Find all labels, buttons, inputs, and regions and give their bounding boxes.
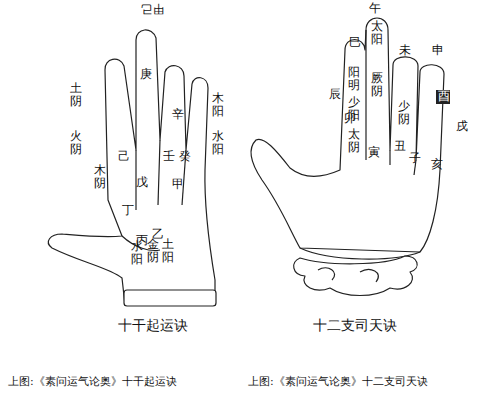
hand-label: 壬 [163, 150, 175, 163]
hand-label: 甲己 [140, 2, 164, 15]
hand-label: 巳 [349, 36, 361, 49]
hand-label: 戊 [136, 176, 148, 189]
hand-label: 丑 [394, 140, 406, 153]
figure-caption: 十干起运诀 [118, 318, 188, 333]
source-caption: 上图:《素问运气论奥》十干起运诀 [8, 376, 177, 388]
hand-label: 水阳 [212, 130, 224, 156]
hand-label: 金阴 [147, 238, 159, 264]
hand-label: 辰 [329, 88, 341, 101]
hand-label: 庚 [140, 68, 152, 81]
hand-label: 少阳 [348, 96, 360, 122]
hand-label: 丁 [122, 204, 134, 217]
hand-label: 木阴 [94, 164, 106, 190]
hand-label: 戌 [456, 120, 468, 133]
hand-label: 酉 [438, 90, 450, 103]
hand-label: 癸 [179, 150, 191, 163]
hand-label: 土阴 [70, 82, 82, 108]
hand-label: 寅 [368, 146, 380, 159]
hand-label: 少阴 [398, 100, 410, 126]
hand-label: 厥阴 [371, 72, 383, 98]
hand-label: 辛 [172, 108, 184, 121]
hand-label: 未 [399, 44, 411, 57]
hand-label: 土阳 [162, 238, 174, 264]
hand-label: 阳明 [348, 66, 360, 92]
hand-label: 太阳 [371, 20, 383, 46]
hand-label: 亥 [431, 158, 443, 171]
hand-label: 己 [118, 150, 130, 163]
hand-label: 午 [369, 2, 381, 15]
hand-label: 申 [432, 44, 444, 57]
figure-caption: 十二支司天诀 [313, 318, 397, 333]
hand-label: 甲 [172, 178, 184, 191]
hand-label: 水阳 [131, 240, 143, 266]
hand-label: 火阴 [70, 130, 82, 156]
hand-label: 木阳 [212, 92, 224, 118]
hand-label: 子 [409, 152, 421, 165]
hand-label: 太阴 [348, 128, 360, 154]
source-caption: 上图:《素问运气论奥》十二支司天诀 [248, 376, 428, 388]
